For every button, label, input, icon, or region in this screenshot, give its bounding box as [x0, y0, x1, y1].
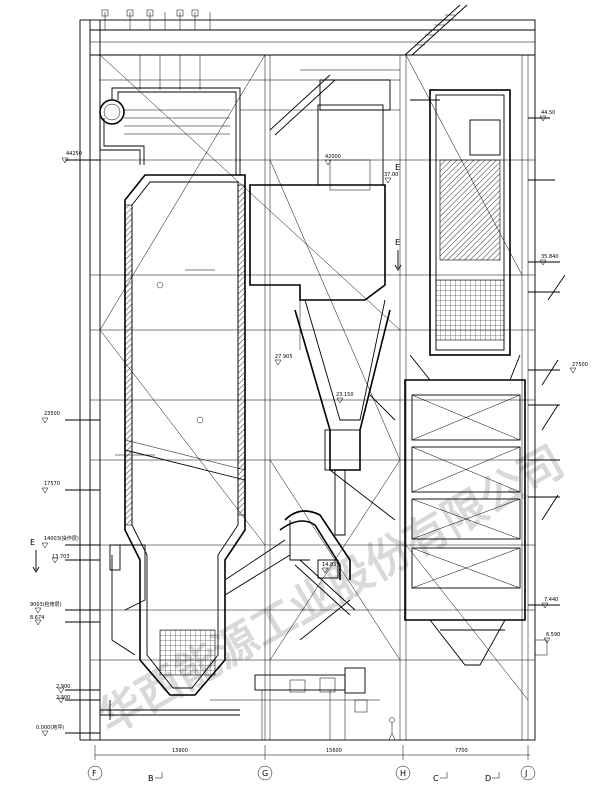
elevation-label: 42000 [325, 154, 341, 160]
axis-label: J [524, 769, 527, 778]
axis-spacing: 15600 [326, 748, 342, 754]
axis-label: B [148, 774, 154, 783]
elevation-label: 14003(操作层) [44, 535, 79, 542]
furnace [109, 174, 246, 696]
axis-label: F [92, 769, 97, 778]
left-platforms [65, 159, 100, 734]
elevation-label: 2.900 [56, 684, 70, 690]
dimension-line: 13900 15600 7700 [94, 745, 530, 760]
building-frame [79, 4, 536, 741]
steam-drum [99, 55, 241, 175]
elevation-label: 27.905 [275, 354, 293, 360]
elevation-labels-center: 42000 37.00 27.905 23.150 14.837 [274, 154, 398, 574]
axis-label: D [485, 774, 491, 783]
axis-label: G [262, 769, 268, 778]
elevation-label: 44.50 [541, 110, 555, 116]
elevation-label: 7.440 [544, 597, 558, 603]
elevation-labels-right: 44.50 35.840 27500 7.440 6.590 [539, 110, 588, 644]
axis-label: C [433, 774, 439, 783]
bottom-equipment [100, 667, 396, 741]
axis-labels: F B G H C D J [87, 765, 536, 783]
cyclone-separator [249, 79, 391, 536]
elevation-label: 8.674 [30, 615, 44, 621]
elevation-label: 14.837 [322, 562, 340, 568]
section-mark: E [30, 538, 35, 547]
section-mark: E [395, 238, 400, 247]
back-pass [404, 89, 526, 666]
section-marks: E E E [30, 163, 402, 573]
right-platforms [528, 117, 566, 656]
axis-label: H [400, 769, 406, 778]
elevation-label: 0.000(地坪) [36, 724, 64, 731]
elevation-label: 9003(检修层) [30, 601, 62, 608]
elevation-label: 35.840 [541, 254, 559, 260]
elevation-label: 17570 [44, 481, 60, 487]
elevation-label: 27500 [572, 362, 588, 368]
loop-seal [224, 510, 351, 596]
watermark-text: 华西能源工业股份有限公司 [90, 436, 573, 744]
elevation-label: 23500 [44, 411, 60, 417]
elevation-label: 23.150 [336, 392, 354, 398]
elevation-label: 2.300 [56, 695, 70, 701]
elevation-label: 13.703 [52, 554, 70, 560]
section-mark: E [395, 163, 400, 172]
elevation-labels-left: 44250 23500 17570 14003(操作层) 13.703 9003… [30, 151, 82, 737]
elevation-label: 6.590 [546, 632, 560, 638]
elevation-label: 37.00 [384, 172, 398, 178]
axis-spacing: 13900 [172, 748, 188, 754]
axis-spacing: 7700 [455, 748, 468, 754]
elevation-label: 44250 [66, 151, 82, 157]
